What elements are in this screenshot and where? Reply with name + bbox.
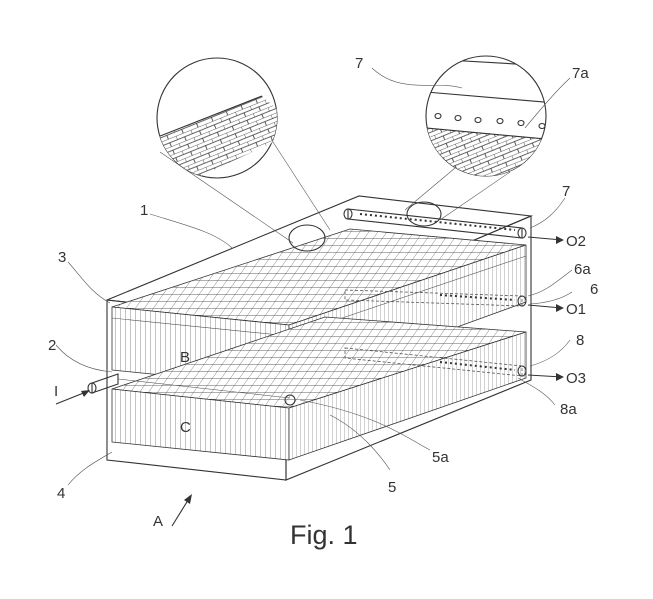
label-6: 6: [590, 281, 598, 298]
reference-labels: 1 3 2 I 4 B C 5a 5 A 7 7a 7 O2 6a 6 O1 8…: [48, 55, 598, 530]
label-view-a: A: [153, 513, 163, 530]
figure-caption: Fig. 1: [290, 520, 358, 550]
label-3: 3: [58, 249, 66, 266]
label-2: 2: [48, 337, 56, 354]
label-8a: 8a: [560, 401, 577, 418]
label-4: 4: [57, 485, 65, 502]
label-inlet: I: [54, 383, 58, 400]
label-5: 5: [388, 479, 396, 496]
label-8: 8: [576, 332, 584, 349]
label-6a: 6a: [574, 261, 591, 278]
leader-lines: [55, 67, 573, 486]
label-o2: O2: [566, 233, 586, 250]
label-o3: O3: [566, 370, 586, 387]
label-b: B: [180, 349, 190, 366]
cooling-pipes: [87, 208, 527, 406]
label-1: 1: [140, 202, 148, 219]
label-7-top: 7: [355, 55, 363, 72]
label-c: C: [180, 419, 191, 436]
detail-circle-right: [404, 55, 547, 227]
detail-circle-left: [156, 57, 331, 252]
label-7-right: 7: [562, 183, 570, 200]
label-o1: O1: [566, 301, 586, 318]
flow-arrows: [55, 236, 564, 527]
nozzle-holes: [434, 112, 546, 130]
label-7a: 7a: [572, 65, 589, 82]
label-5a: 5a: [432, 449, 449, 466]
